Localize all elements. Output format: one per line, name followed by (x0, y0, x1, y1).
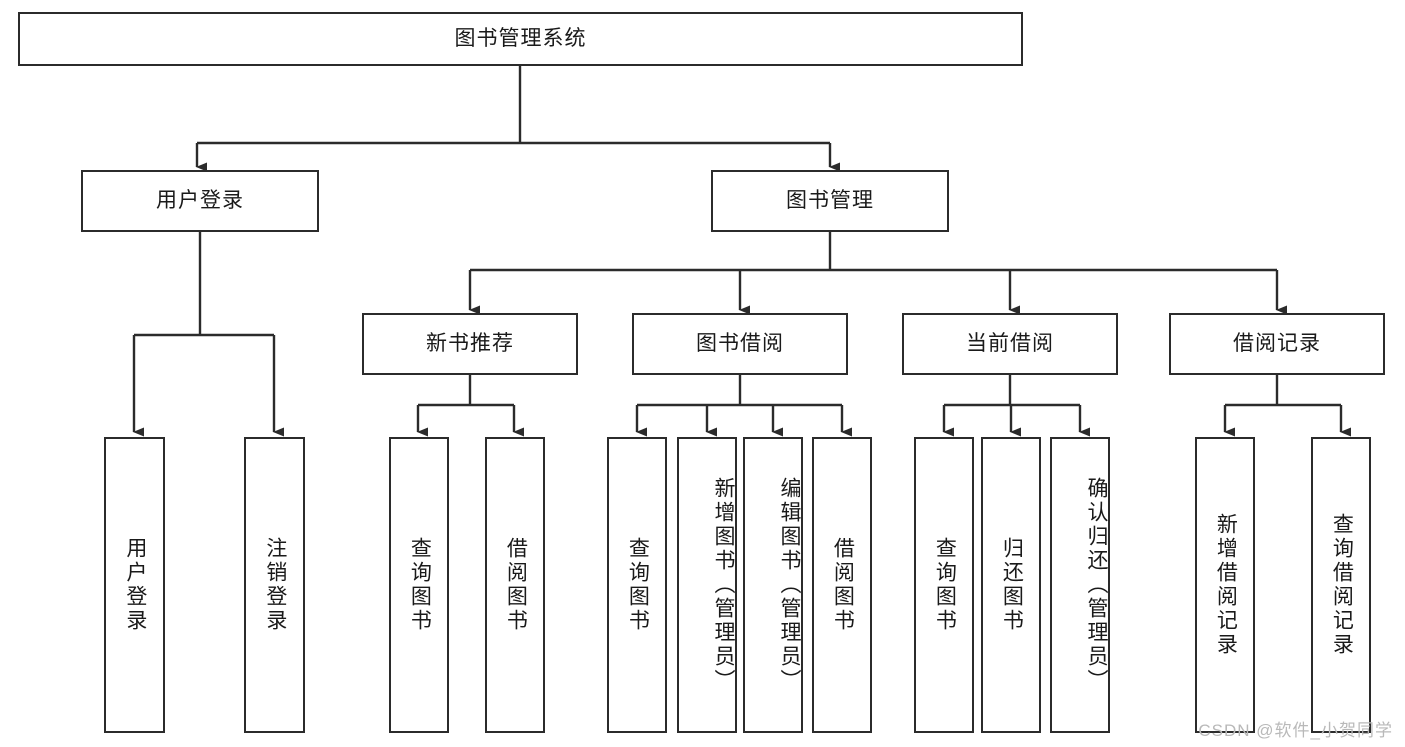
node-label: 新书推荐 (426, 331, 514, 355)
leaf-newbook-borrow-books[interactable]: 借阅图书 (485, 437, 545, 733)
leaf-bookborrow-query-books[interactable]: 查询图书 (607, 437, 667, 733)
node-user-login[interactable]: 用户登录 (81, 170, 319, 232)
leaf-record-add-borrow-record[interactable]: 新增借阅记录 (1195, 437, 1255, 733)
leaf-bookborrow-borrow-books[interactable]: 借阅图书 (812, 437, 872, 733)
leaf-current-query-books[interactable]: 查询图书 (914, 437, 974, 733)
node-label: 当前借阅 (966, 331, 1054, 355)
node-root-book-management-system[interactable]: 图书管理系统 (18, 12, 1023, 66)
node-borrowing-record[interactable]: 借阅记录 (1169, 313, 1385, 375)
node-new-book-recommendation[interactable]: 新书推荐 (362, 313, 578, 375)
leaf-user-login[interactable]: 用户登录 (104, 437, 165, 733)
csdn-watermark: CSDN @软件_小贺同学 (1198, 721, 1393, 740)
leaf-bookborrow-edit-book-admin[interactable]: 编辑图书（管理员） (743, 437, 803, 733)
node-book-management[interactable]: 图书管理 (711, 170, 949, 232)
leaf-logout[interactable]: 注销登录 (244, 437, 305, 733)
node-label: 用户登录 (156, 188, 244, 212)
node-label: 图书借阅 (696, 331, 784, 355)
node-label: 编辑图书（管理员） (778, 477, 801, 693)
node-label: 图书管理系统 (454, 26, 587, 50)
node-label: 图书管理 (786, 188, 874, 212)
node-label: 查询借阅记录 (1330, 513, 1354, 657)
node-label: 查询图书 (933, 537, 957, 633)
node-book-borrowing[interactable]: 图书借阅 (632, 313, 848, 375)
leaf-record-query-borrow-record[interactable]: 查询借阅记录 (1311, 437, 1371, 733)
node-label: 查询图书 (626, 537, 650, 633)
node-label: 归还图书 (1000, 537, 1024, 633)
node-label: 新增借阅记录 (1214, 513, 1238, 657)
node-label: 用户登录 (123, 537, 147, 633)
node-label: 借阅图书 (831, 537, 855, 633)
node-label: 注销登录 (263, 537, 287, 633)
leaf-bookborrow-add-book-admin[interactable]: 新增图书（管理员） (677, 437, 737, 733)
node-label: 确认归还（管理员） (1085, 477, 1108, 693)
leaf-newbook-query-books[interactable]: 查询图书 (389, 437, 449, 733)
node-label: 新增图书（管理员） (712, 477, 735, 693)
leaf-current-return-books[interactable]: 归还图书 (981, 437, 1041, 733)
leaf-current-confirm-return-admin[interactable]: 确认归还（管理员） (1050, 437, 1110, 733)
node-current-borrowing[interactable]: 当前借阅 (902, 313, 1118, 375)
node-label: 借阅图书 (504, 537, 528, 633)
node-label: 查询图书 (408, 537, 432, 633)
node-label: 借阅记录 (1233, 331, 1321, 355)
